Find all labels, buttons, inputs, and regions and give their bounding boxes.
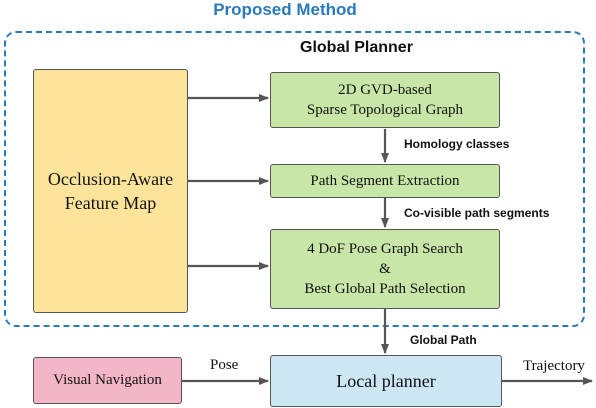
visual-navigation-label: Visual Navigation <box>53 372 162 388</box>
path-segment-label: Path Segment Extraction <box>310 172 460 189</box>
gvd-graph-line2: Sparse Topological Graph <box>306 102 464 118</box>
covisible-segments-label: Co-visible path segments <box>404 206 550 220</box>
gvd-graph-box: 2D GVD-based Sparse Topological Graph <box>270 72 500 128</box>
global-planner-container <box>4 31 585 327</box>
local-planner-box: Local planner <box>270 355 502 407</box>
feature-map-box: Occlusion-Aware Feature Map <box>33 69 188 313</box>
gvd-graph-line1: 2D GVD-based <box>338 82 432 98</box>
visual-navigation-box: Visual Navigation <box>33 357 182 404</box>
feature-map-line2: Feature Map <box>64 193 157 213</box>
pose-label: Pose <box>210 357 239 373</box>
path-segment-box: Path Segment Extraction <box>270 164 500 198</box>
diagram-title: Proposed Method <box>213 0 357 19</box>
feature-map-line1: Occlusion-Aware <box>47 169 174 189</box>
pose-graph-search-line3: Best Global Path Selection <box>304 281 466 297</box>
pose-graph-search-box: 4 DoF Pose Graph Search & Best Global Pa… <box>270 229 500 309</box>
global-planner-label: Global Planner <box>300 39 413 56</box>
homology-classes-label: Homology classes <box>404 137 510 151</box>
local-planner-label: Local planner <box>336 370 436 391</box>
trajectory-label: Trajectory <box>523 358 585 374</box>
pose-graph-search-line2: & <box>379 261 391 277</box>
global-path-label: Global Path <box>410 333 477 347</box>
pose-graph-search-line1: 4 DoF Pose Graph Search <box>307 241 463 257</box>
